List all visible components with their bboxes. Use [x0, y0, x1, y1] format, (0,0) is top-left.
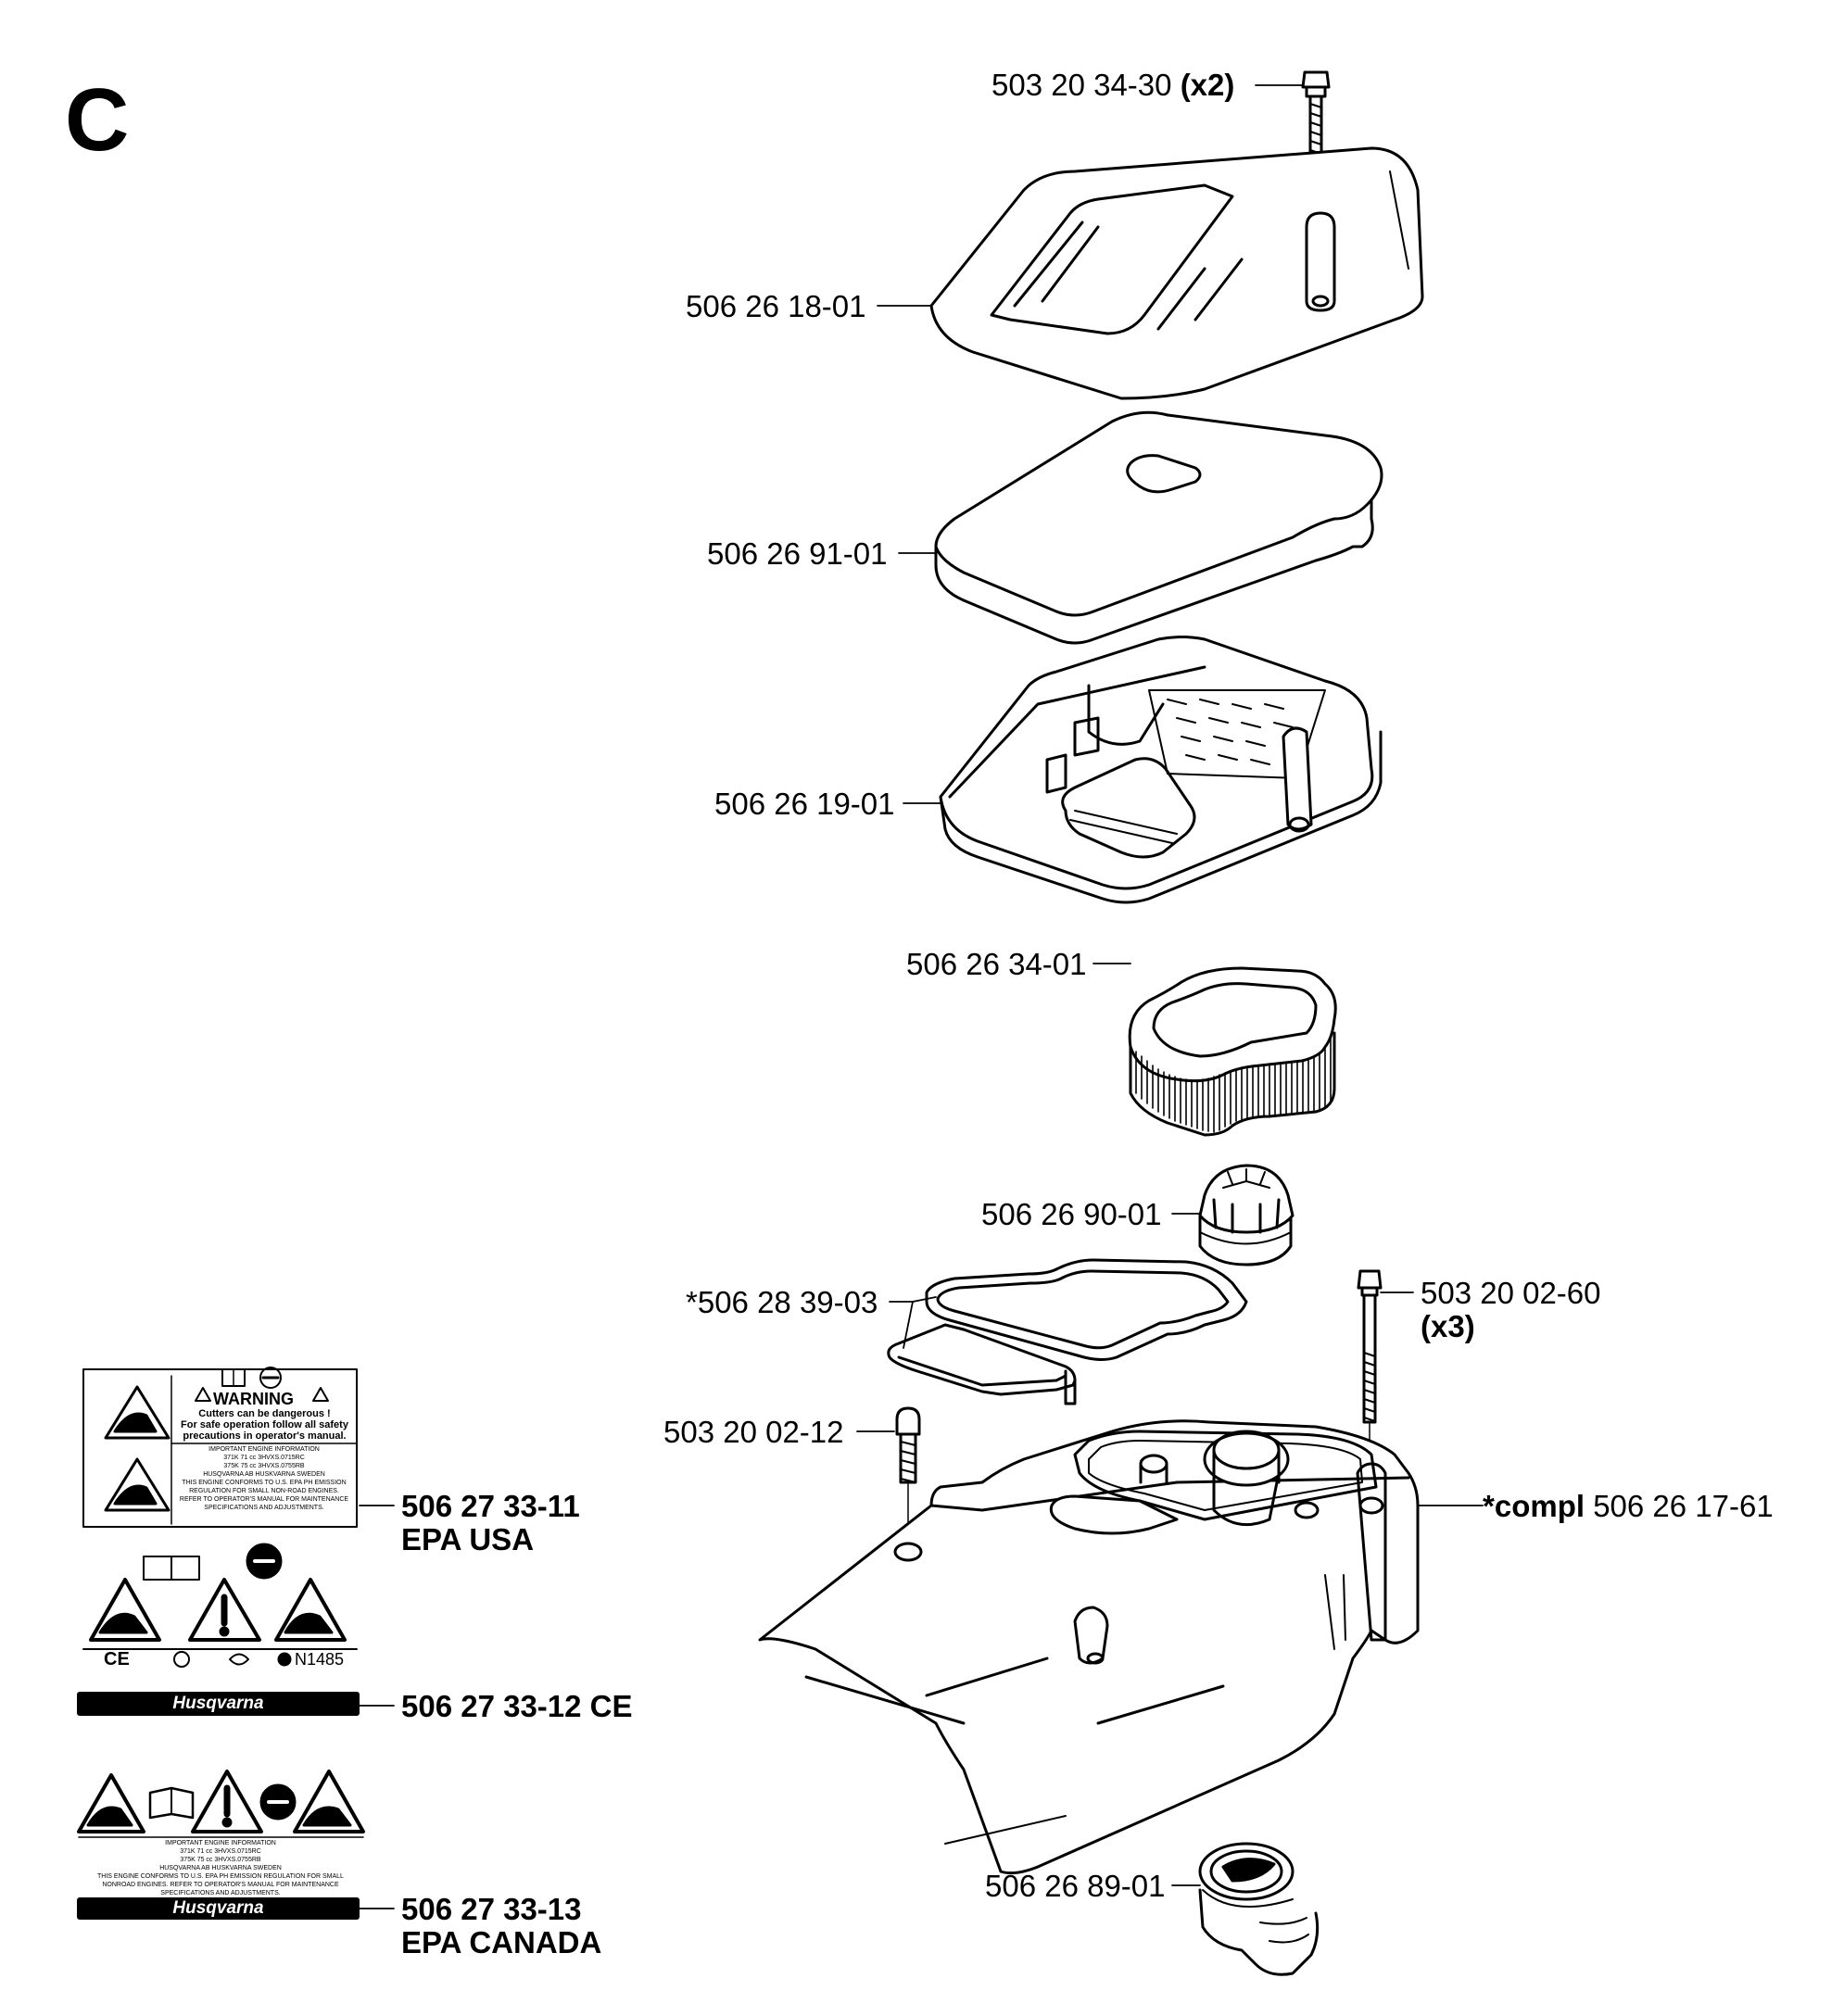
section-letter: C	[65, 70, 130, 170]
warning-line: precautions in operator's manual.	[183, 1430, 347, 1442]
info-line: THIS ENGINE CONFORMS TO U.S. EPA PH EMIS…	[182, 1480, 347, 1486]
part-qty: (x2)	[1180, 68, 1235, 102]
part-label-short-screw: 503 20 02-12	[663, 1415, 844, 1449]
info-line: HUSQVARNA AB HUSKVARNA SWEDEN	[159, 1865, 282, 1871]
part-label-long-bolt: 503 20 02-60 (x3)	[1421, 1277, 1601, 1343]
decal-brand-bar: Husqvarna	[77, 1692, 360, 1716]
warning-line: Cutters can be dangerous !	[198, 1408, 331, 1419]
decal-info-text: IMPORTANT ENGINE INFORMATION 371K 71 cc …	[172, 1445, 356, 1512]
info-line: 371K 71 cc 3HVXS.0715RC	[180, 1848, 261, 1855]
info-line: SPECIFICATIONS AND ADJUSTMENTS.	[204, 1505, 324, 1511]
part-label-knob: 506 26 90-01	[981, 1197, 1162, 1231]
info-line: 375K 75 cc 3HVXS.0755RB	[223, 1463, 305, 1469]
gasket-part	[887, 1258, 1248, 1405]
info-line: 371K 71 cc 3HVXS.0715RC	[223, 1455, 305, 1461]
air-filter-part	[1128, 966, 1337, 1137]
info-line: NONROAD ENGINES. REFER TO OPERATOR'S MAN…	[102, 1882, 339, 1888]
decal-number: 506 27 33-11	[401, 1489, 580, 1523]
decal-label-epa-canada: 506 27 33-13 EPA CANADA	[401, 1893, 601, 1959]
long-bolt-part	[1357, 1269, 1383, 1506]
info-line: SPECIFICATIONS AND ADJUSTMENTS.	[160, 1890, 281, 1896]
filter-housing-part	[939, 636, 1383, 904]
approval-mark: N1485	[295, 1650, 345, 1669]
part-label-grommet: 506 26 89-01	[985, 1869, 1166, 1903]
decal-warning-text: Cutters can be dangerous ! For safe oper…	[174, 1408, 355, 1442]
decal-epa-canada	[77, 1770, 365, 1838]
info-line: REFER TO OPERATOR'S MANUAL FOR MAINTENAN…	[179, 1496, 349, 1503]
decal-variant: EPA CANADA	[401, 1925, 602, 1959]
info-line: 375K 75 cc 3HVXS.0755RB	[180, 1857, 261, 1863]
grommet-part	[1198, 1842, 1320, 1976]
top-cover-part	[929, 146, 1424, 400]
decal-warning-title: WARNING	[213, 1390, 294, 1408]
part-label-air-filter: 506 26 34-01	[906, 947, 1087, 981]
part-label-filter-plate: 506 26 91-01	[707, 536, 888, 571]
info-line: REGULATION FOR SMALL NON-ROAD ENGINES.	[189, 1488, 339, 1494]
decal-info-text: IMPORTANT ENGINE INFORMATION 371K 71 cc …	[76, 1839, 365, 1897]
ce-mark: CE	[104, 1649, 130, 1670]
lower-housing-part	[758, 1419, 1420, 1875]
decal-label-ce: 506 27 33-12 CE	[401, 1689, 633, 1723]
decal-variant: EPA USA	[401, 1522, 535, 1556]
part-number: 503 20 02-60	[1421, 1276, 1601, 1310]
part-number: 506 26 17-61	[1593, 1489, 1774, 1523]
info-title: IMPORTANT ENGINE INFORMATION	[165, 1840, 276, 1846]
part-label-top-cover: 506 26 18-01	[686, 289, 866, 323]
filter-plate-part	[934, 410, 1383, 645]
part-label-gasket: *506 28 39-03	[686, 1285, 878, 1319]
short-screw-part	[895, 1406, 921, 1553]
info-title: IMPORTANT ENGINE INFORMATION	[208, 1446, 320, 1453]
part-prefix: *compl	[1483, 1489, 1585, 1523]
decal-label-epa-usa: 506 27 33-11 EPA USA	[401, 1490, 580, 1556]
part-label-filter-housing: 506 26 19-01	[714, 787, 895, 821]
warning-line: For safe operation follow all safety	[181, 1419, 348, 1430]
part-qty: (x3)	[1421, 1309, 1475, 1343]
decal-number: 506 27 33-13	[401, 1892, 582, 1926]
knob-part	[1198, 1164, 1295, 1266]
part-number: 503 20 34-30	[991, 68, 1172, 102]
decal-ce	[82, 1543, 358, 1668]
leader-lines	[359, 84, 1484, 1909]
decal-brand-bar: Husqvarna	[77, 1897, 360, 1920]
decal-epa-usa	[82, 1367, 358, 1528]
part-label-screw-top: 503 20 34-30 (x2)	[991, 69, 1234, 102]
info-line: HUSQVARNA AB HUSKVARNA SWEDEN	[203, 1471, 325, 1478]
part-label-lower-housing: *compl 506 26 17-61	[1483, 1490, 1774, 1523]
info-line: THIS ENGINE CONFORMS TO U.S. EPA PH EMIS…	[97, 1873, 344, 1880]
